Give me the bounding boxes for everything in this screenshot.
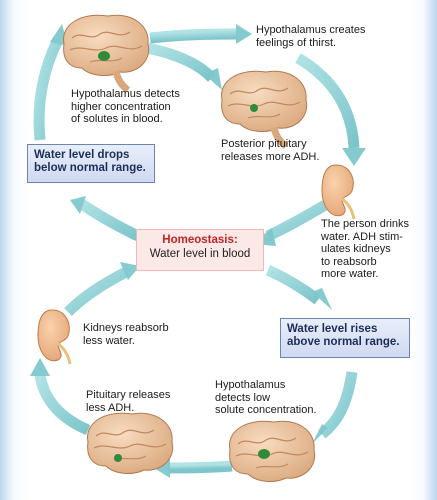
- box-water-drops: Water level drops below normal range.: [27, 144, 155, 183]
- arrowhead-homeostasis-left: [120, 262, 140, 280]
- homeostasis-title: Homeostasis:: [162, 234, 238, 246]
- label-releases-more: Posterior pituitary releases more ADH.: [221, 138, 320, 163]
- kidney-right: [321, 164, 356, 220]
- kidney-left: [37, 309, 72, 365]
- arrow-brain-to-brain: [167, 460, 233, 474]
- brain-bottom-left: [87, 412, 174, 474]
- arrowhead-drops: [70, 196, 86, 214]
- label-detect-low: Hypothalamus detects low solute concentr…: [215, 379, 317, 416]
- label-drinks: The person drinks water. ADH stim- ulate…: [321, 218, 410, 280]
- homeostasis-box: Homeostasis: Water level in blood: [136, 229, 264, 271]
- brain-bottom-right: [229, 420, 316, 482]
- arrowhead-kidney: [342, 148, 366, 166]
- label-detect-high: Hypothalamus detects higher concentratio…: [71, 88, 180, 125]
- homeostasis-subtitle: Water level in blood: [149, 248, 251, 260]
- label-releases-less: Pituitary releases less ADH.: [86, 389, 171, 414]
- arrow-kidney-to-homeostasis-left: [64, 267, 129, 316]
- arrowhead-rises: [312, 288, 332, 310]
- arrow-brain-to-kidney: [34, 373, 91, 436]
- arrowhead-thirst: [236, 24, 252, 44]
- arrowhead-brain-bottom: [312, 424, 328, 444]
- brain-top-right: [221, 70, 308, 149]
- arrow-kidney-to-homeostasis: [265, 200, 328, 241]
- arrowhead-kidney-left: [30, 358, 50, 376]
- arrow-homeostasis-to-drops: [76, 198, 141, 241]
- label-thirst: Hypothalamus creates feelings of thirst.: [256, 24, 366, 49]
- arrow-brain-to-thirst: [149, 28, 238, 44]
- arrow-rises-to-brain: [318, 371, 358, 439]
- box-water-rises: Water level rises above normal range.: [280, 318, 410, 358]
- arrowhead-pituitary: [204, 68, 222, 90]
- arrow-brain-to-pituitary: [146, 42, 217, 82]
- arrow-drops-to-brain: [33, 37, 63, 141]
- arrow-homeostasis-to-rises: [265, 264, 322, 305]
- brain-top-left: [63, 14, 150, 93]
- label-reabsorb-less: Kidneys reabsorb less water.: [83, 322, 169, 347]
- arrow-thirst-to-kidney: [295, 53, 360, 149]
